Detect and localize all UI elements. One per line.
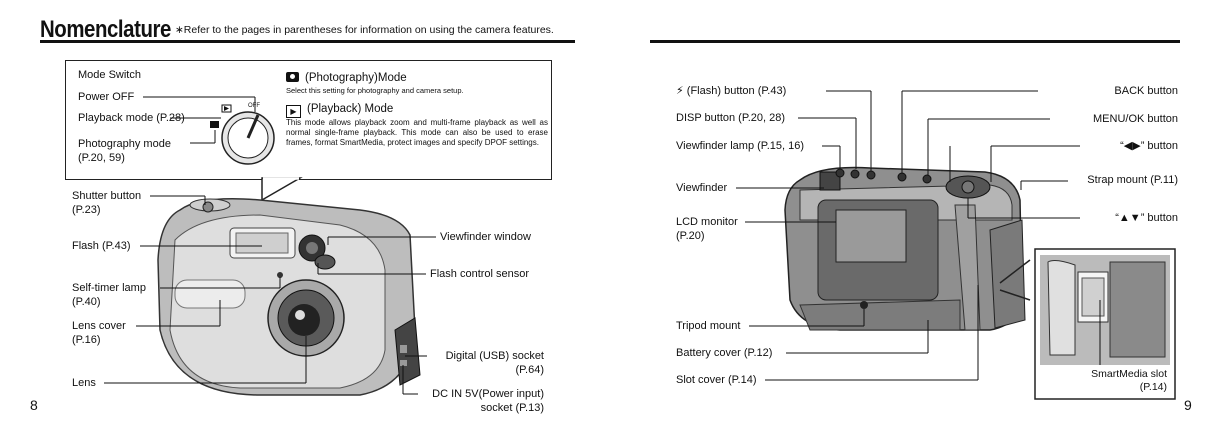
smartmedia-inset-illustration	[1034, 248, 1176, 400]
mode-switch-callout	[65, 60, 552, 180]
photography-mode-ref: (P.20, 59)	[78, 152, 125, 164]
flash-control-sensor-label: Flash control sensor	[430, 268, 530, 280]
lcd-monitor-ref: (P.20)	[676, 230, 705, 242]
reference-note: ∗Refer to the pages in parentheses for i…	[175, 24, 554, 36]
camera-front-illustration	[157, 198, 421, 396]
photography-mode-heading: (Photography)Mode	[286, 72, 407, 84]
lcd-monitor-label: LCD monitor	[676, 216, 738, 228]
photography-mode-description: Select this setting for photography and …	[286, 86, 464, 95]
shutter-button-label: Shutter button	[72, 190, 142, 202]
photography-mode-label: Photography mode	[78, 138, 171, 150]
page-title: Nomenclature	[40, 16, 171, 43]
self-timer-lamp-label: Self-timer lamp	[72, 282, 146, 294]
lightning-icon: ⚡︎	[676, 85, 684, 97]
up-down-button-label: “▲▼” button	[1115, 212, 1178, 224]
flash-button-label: ⚡︎ (Flash) button (P.43)	[676, 85, 787, 97]
playback-mode-label: Playback mode (P.28)	[78, 112, 185, 124]
title-rule-right	[650, 40, 1180, 43]
viewfinder-window-label: Viewfinder window	[440, 231, 531, 243]
strap-mount-label: Strap mount (P.11)	[1087, 174, 1178, 186]
smartmedia-slot-label: SmartMedia slot	[1091, 368, 1167, 380]
camera-icon	[286, 72, 299, 82]
viewfinder-label: Viewfinder	[676, 182, 728, 194]
camera-back-illustration	[784, 166, 1031, 331]
mode-switch-label: Mode Switch	[78, 69, 141, 81]
back-button-label: BACK button	[1114, 85, 1178, 97]
tripod-mount-label: Tripod mount	[676, 320, 741, 332]
power-off-label: Power OFF	[78, 91, 135, 103]
title-rule-left	[40, 40, 575, 43]
lens-cover-ref: (P.16)	[72, 334, 101, 346]
lens-label: Lens	[72, 377, 96, 389]
dc-in-ref: socket (P.13)	[480, 402, 544, 414]
usb-socket-ref: (P.64)	[515, 364, 544, 376]
battery-cover-label: Battery cover (P.12)	[676, 347, 773, 359]
dial-off-label: OFF	[248, 103, 260, 109]
page-number-left: 8	[30, 397, 38, 413]
left-right-button-label: “◀▶” button	[1120, 140, 1178, 152]
lens-cover-label: Lens cover	[72, 320, 126, 332]
viewfinder-lamp-label: Viewfinder lamp (P.15, 16)	[676, 140, 804, 152]
flash-label: Flash (P.43)	[72, 240, 131, 252]
smartmedia-slot-ref: (P.14)	[1139, 381, 1167, 393]
shutter-button-ref: (P.23)	[72, 204, 101, 216]
mode-dial-icon	[210, 104, 275, 165]
menu-ok-button-label: MENU/OK button	[1093, 113, 1178, 125]
dc-in-label: DC IN 5V(Power input)	[432, 388, 544, 400]
playback-mode-description: This mode allows playback zoom and multi…	[286, 118, 548, 147]
usb-socket-label: Digital (USB) socket	[445, 350, 544, 362]
self-timer-lamp-ref: (P.40)	[72, 296, 101, 308]
page-number-right: 9	[1184, 397, 1192, 413]
playback-icon: ▶	[286, 105, 301, 118]
playback-mode-heading: ▶(Playback) Mode	[286, 103, 393, 118]
slot-cover-label: Slot cover (P.14)	[676, 374, 757, 386]
callout-pointer	[261, 177, 303, 202]
disp-button-label: DISP button (P.20, 28)	[676, 112, 786, 124]
